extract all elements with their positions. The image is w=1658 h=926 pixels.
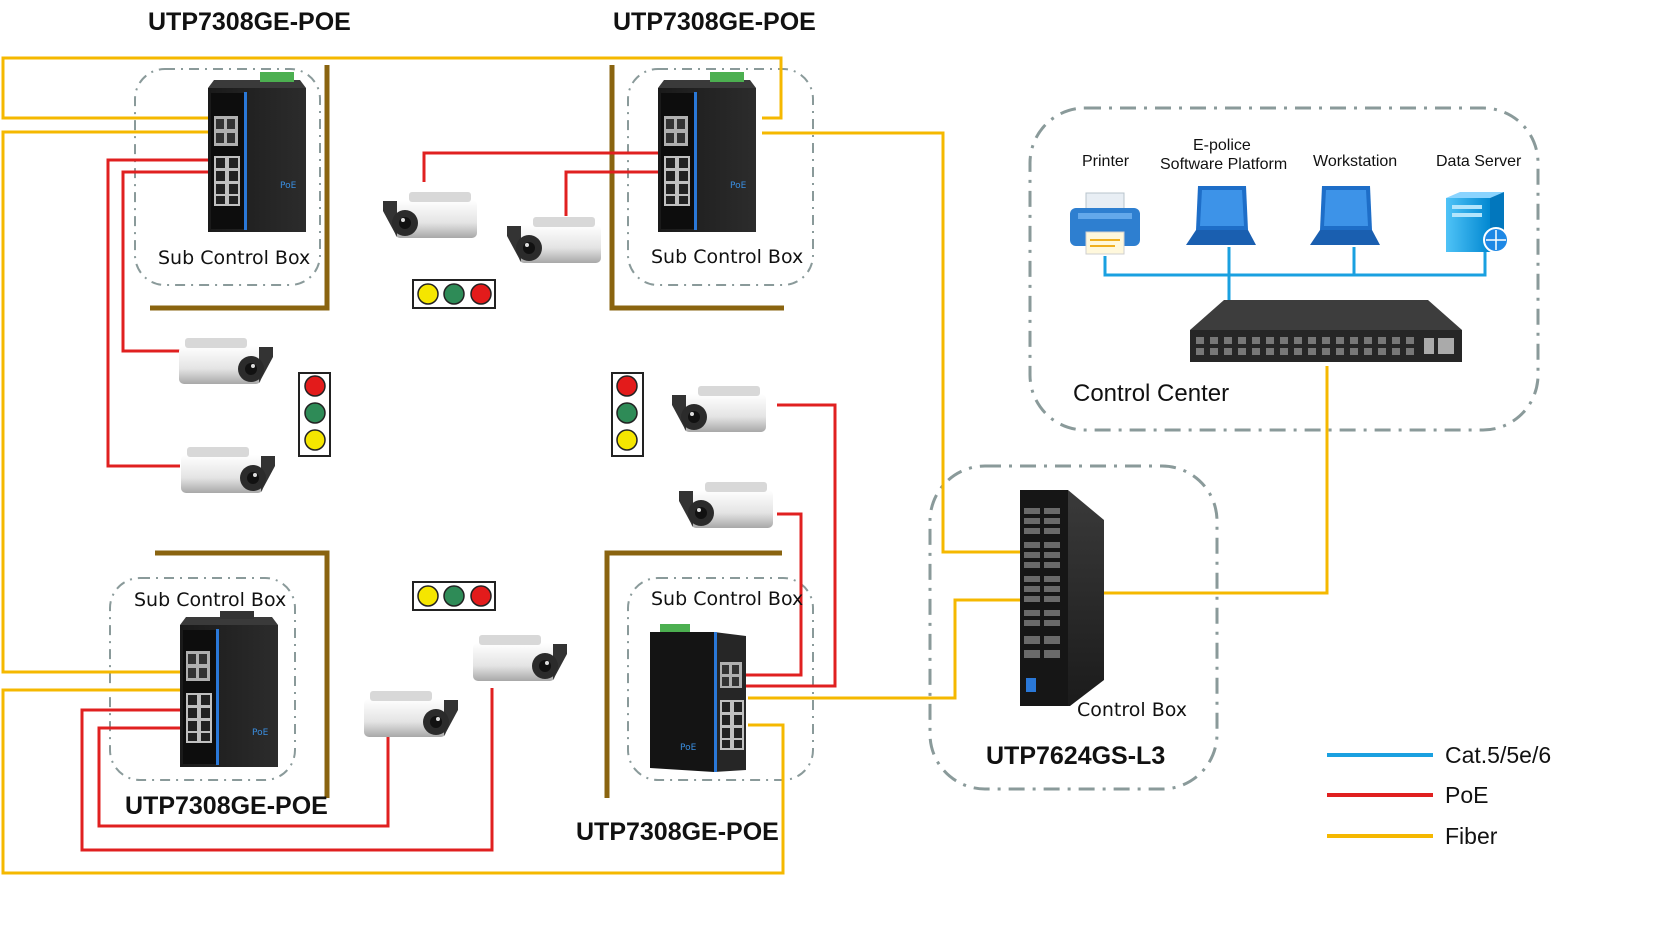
rack-switch [1190, 300, 1462, 362]
laptop-icon [1310, 186, 1380, 245]
control-center-title: Control Center [1073, 380, 1229, 407]
camera-5 [672, 386, 766, 432]
printer-label: Printer [1082, 153, 1130, 170]
legend: Cat.5/5e/6 PoE Fiber [1327, 742, 1551, 849]
traffic-light-horizontal-bottom [412, 581, 496, 611]
industrial-switch-bottom-left: PoE [180, 611, 278, 767]
laptop-icon [1186, 186, 1256, 245]
sub-box-boundary-top-right [627, 68, 814, 286]
cat-links [1103, 247, 1487, 302]
sub-box-boundary-bottom-left [109, 577, 296, 781]
printer-icon [1070, 192, 1140, 255]
server-icon [1446, 192, 1509, 253]
sub-box-label-top-left: Sub Control Box [158, 247, 310, 269]
svg-text:PoE: PoE [280, 181, 297, 191]
switch-model-label-top-left: UTP7308GE-POE [148, 8, 351, 36]
traffic-light-horizontal-top [412, 279, 496, 309]
camera-1 [383, 192, 477, 238]
switch-model-label-bottom-right: UTP7308GE-POE [576, 818, 779, 846]
camera-7 [473, 635, 567, 681]
sub-box-boundary-bottom-right [627, 577, 814, 781]
camera-2 [507, 217, 601, 263]
e-police-label-line1: E-police [1193, 137, 1251, 154]
camera-3 [179, 338, 273, 384]
core-switch [1020, 490, 1104, 706]
switch-model-label-top-right: UTP7308GE-POE [613, 8, 816, 36]
pole-lines [150, 65, 784, 798]
switch-model-label-bottom-left: UTP7308GE-POE [125, 792, 328, 820]
svg-text:PoE: PoE [680, 743, 697, 753]
svg-text:PoE: PoE [252, 728, 269, 738]
traffic-light-vertical-right [611, 372, 644, 457]
legend-label-cat: Cat.5/5e/6 [1445, 742, 1551, 768]
industrial-switch-bottom-right: PoE [650, 624, 746, 772]
camera-4 [181, 447, 275, 493]
camera-6 [679, 482, 773, 528]
fiber-links [1, 56, 1329, 875]
camera-8 [364, 691, 458, 737]
workstation-label: Workstation [1313, 153, 1397, 170]
legend-label-fiber: Fiber [1445, 823, 1498, 849]
core-switch-model-label: UTP7624GS-L3 [986, 742, 1165, 770]
industrial-switch-top-left: PoE [208, 72, 306, 232]
svg-text:PoE: PoE [730, 181, 747, 191]
data-server-label: Data Server [1436, 153, 1522, 170]
sub-box-label-bottom-right: Sub Control Box [651, 588, 803, 610]
control-box-label: Control Box [1077, 699, 1187, 721]
e-police-label-line2: Software Platform [1160, 156, 1287, 173]
control-center-boundary [1028, 106, 1540, 432]
industrial-switch-top-right: PoE [658, 72, 756, 232]
sub-box-label-top-right: Sub Control Box [651, 246, 803, 268]
sub-box-boundary-top-left [134, 68, 321, 286]
sub-box-label-bottom-left: Sub Control Box [134, 589, 286, 611]
poe-links [80, 151, 837, 852]
traffic-light-vertical-left [298, 372, 331, 457]
legend-label-poe: PoE [1445, 782, 1488, 808]
